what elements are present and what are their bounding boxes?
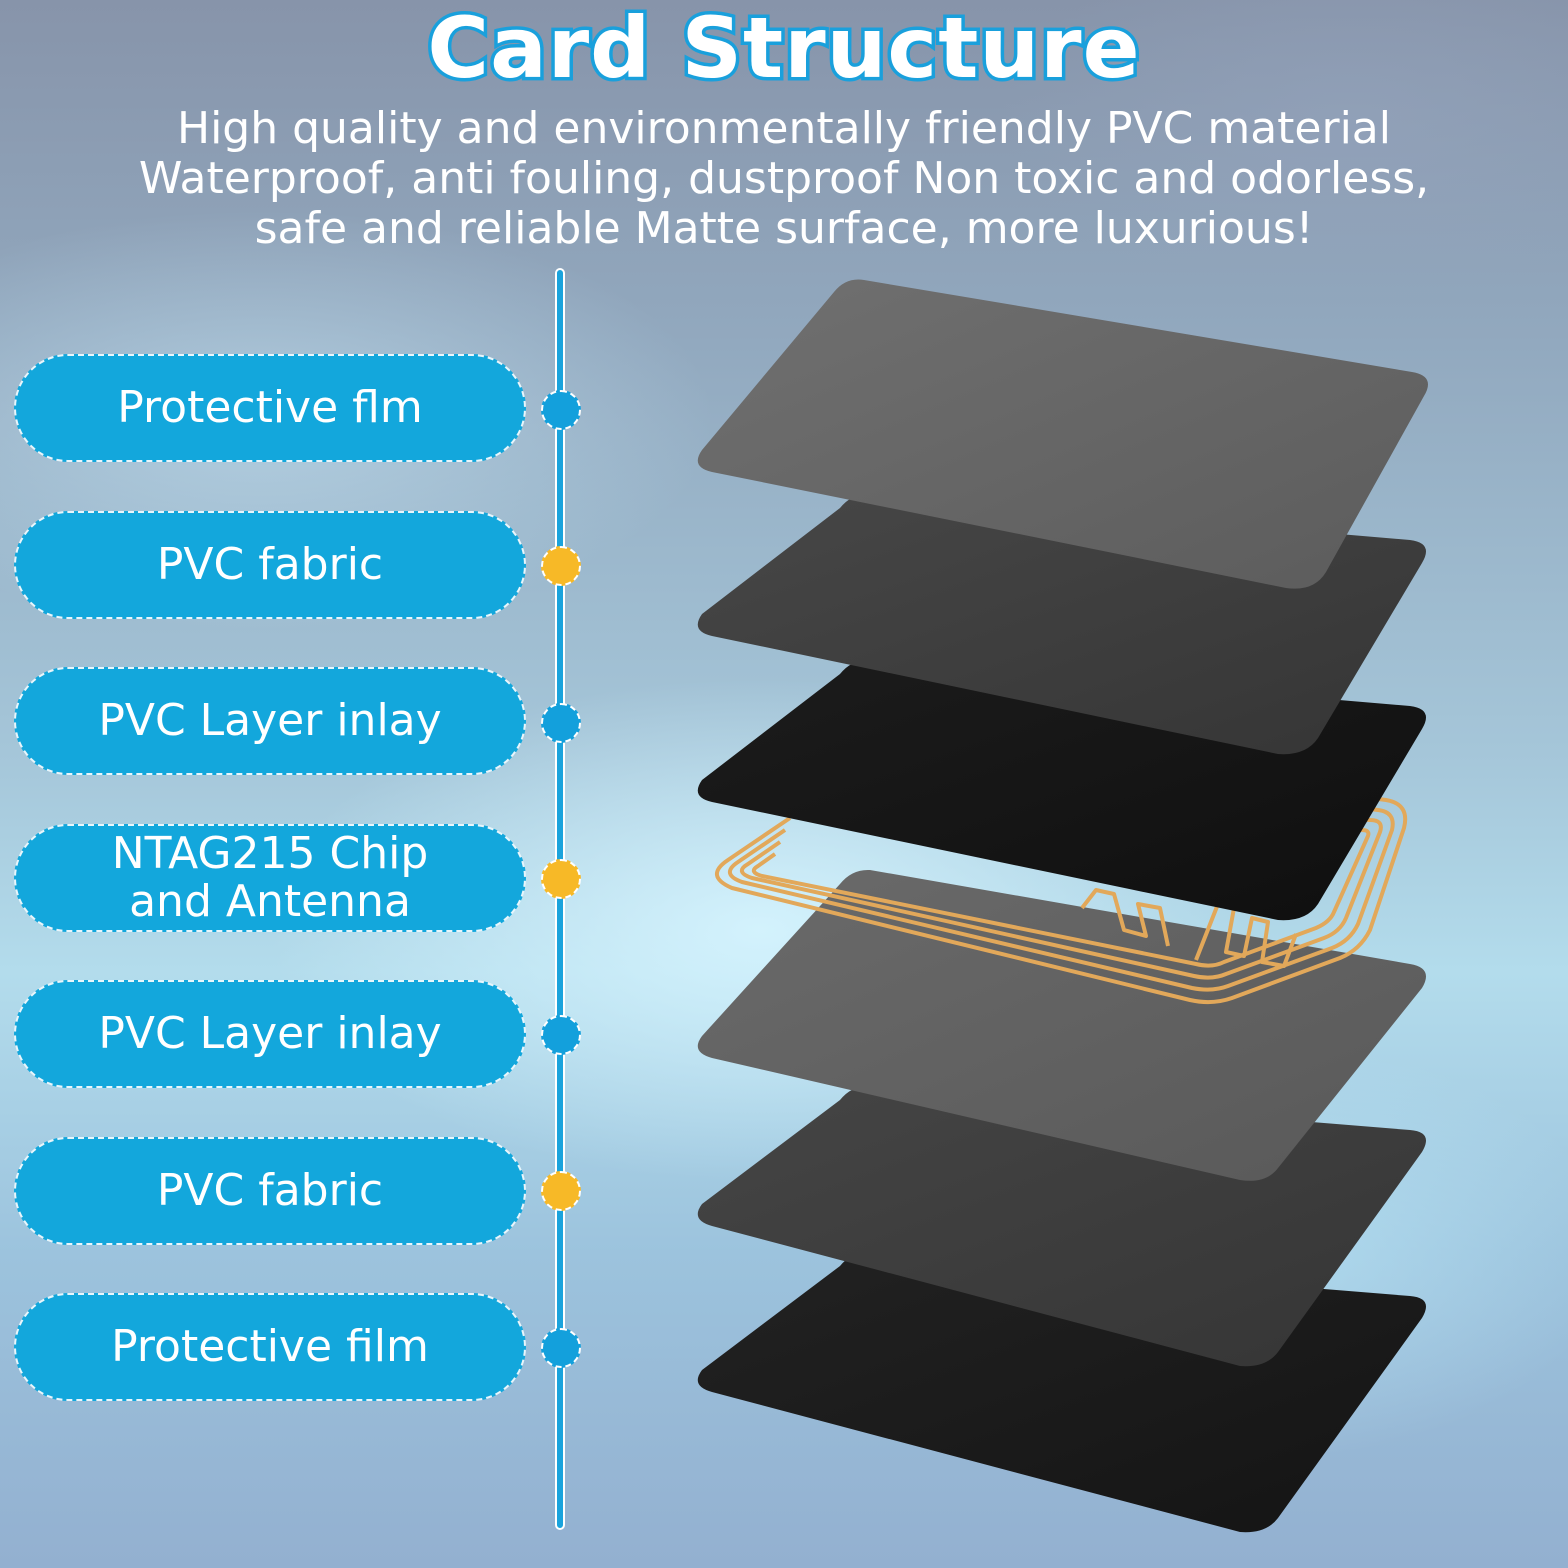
timeline-dot <box>541 1328 581 1368</box>
layer-label-text-line-1: NTAG215 Chip <box>111 828 429 879</box>
timeline-line <box>555 268 565 1530</box>
layer-label-pvc-layer-inlay-bottom: PVC Layer inlay <box>14 980 526 1088</box>
layer-1-protective-film <box>697 279 1428 589</box>
subtitle-line-1: High quality and environmentally friendl… <box>177 103 1391 154</box>
subtitle: High quality and environmentally friendl… <box>0 104 1568 254</box>
layer-label-protective-film-top: Protective flm <box>14 354 526 462</box>
timeline-dot <box>541 390 581 430</box>
layer-label-text: Protective flm <box>117 382 423 433</box>
layer-label-text: PVC Layer inlay <box>98 695 442 746</box>
nfc-antenna-coil <box>715 788 1408 1005</box>
layer-label-text-line-2: and Antenna <box>129 876 411 927</box>
timeline-dot <box>541 546 581 586</box>
page-title: Card Structure <box>424 0 1143 100</box>
layer-label-text: PVC Layer inlay <box>98 1008 442 1059</box>
subtitle-line-2: Waterproof, anti fouling, dustproof Non … <box>138 153 1430 204</box>
layer-label-text: PVC fabric <box>156 539 384 590</box>
timeline-dot <box>541 703 581 743</box>
timeline-dot <box>541 859 581 899</box>
timeline-dot <box>541 1171 581 1211</box>
layer-label-pvc-fabric-top: PVC fabric <box>14 511 526 619</box>
subtitle-line-3: safe and reliable Matte surface, more lu… <box>254 203 1314 254</box>
layer-label-pvc-fabric-bottom: PVC fabric <box>14 1137 526 1245</box>
layer-label-text: Protective film <box>111 1321 429 1372</box>
timeline-dot <box>541 1015 581 1055</box>
layer-label-chip-antenna: NTAG215 Chip and Antenna <box>14 824 526 932</box>
layer-label-text: PVC fabric <box>156 1165 384 1216</box>
layer-label-pvc-layer-inlay-top: PVC Layer inlay <box>14 667 526 775</box>
layer-label-protective-film-bottom: Protective film <box>14 1293 526 1401</box>
